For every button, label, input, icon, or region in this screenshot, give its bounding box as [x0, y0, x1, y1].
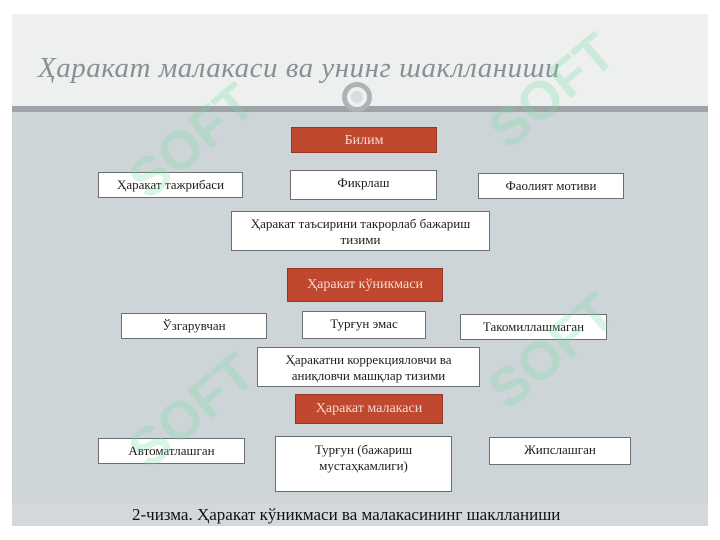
figure-caption: 2-чизма. Ҳаракат кўникмаси ва малакасини…	[132, 505, 561, 524]
row1-box-motive: Фаолият мотиви	[478, 173, 624, 199]
row2-box-unstable: Турғун эмас	[302, 311, 426, 339]
level3-box: Ҳаракат малакаси	[295, 394, 443, 424]
middle1-box: Ҳаракат таъсирини такрорлаб бажариш тизи…	[231, 211, 490, 251]
level2-box: Ҳаракат кўникмаси	[287, 268, 443, 302]
row3-box-cohesive: Жипслашган	[489, 437, 631, 465]
level1-box: Билим	[291, 127, 437, 153]
slide-title: Ҳаракат малакаси ва унинг шаклланиши	[38, 52, 561, 84]
row2-box-variable: Ўзгарувчан	[121, 313, 267, 339]
caption-bar: 2-чизма. Ҳаракат кўникмаси ва малакасини…	[12, 504, 708, 526]
row1-box-thinking: Фикрлаш	[290, 170, 437, 200]
row2-box-imperfect: Такомиллашмаган	[460, 314, 607, 340]
row1-box-experience: Ҳаракат тажрибаси	[98, 172, 243, 198]
row3-box-stable: Турғун (бажариш мустаҳкамлиги)	[275, 436, 452, 492]
middle2-box: Ҳаракатни коррекцияловчи ва аниқловчи ма…	[257, 347, 480, 387]
row3-box-automated: Автоматлашган	[98, 438, 245, 464]
ring-ornament-icon	[342, 82, 372, 112]
